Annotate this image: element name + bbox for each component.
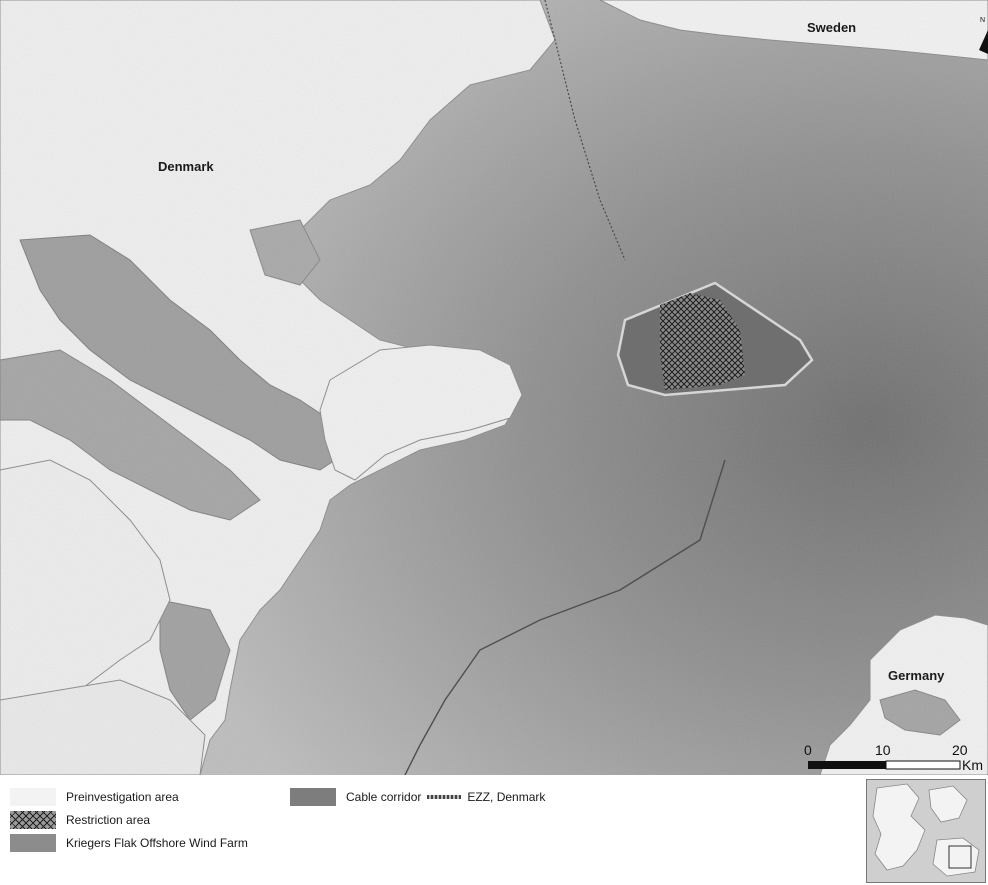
north-arrow-icon: N bbox=[979, 17, 988, 54]
inset-map-canvas bbox=[867, 780, 985, 882]
legend-label-cable-corridor: Cable corridor bbox=[346, 790, 422, 804]
scale-bar: 0 10 20 Km bbox=[804, 742, 983, 773]
label-sweden: Sweden bbox=[807, 20, 856, 35]
ezz-boundary-line bbox=[544, 0, 626, 261]
legend-swatch-preinvestigation bbox=[10, 788, 56, 806]
scale-bar-black bbox=[808, 761, 886, 769]
legend-swatch-wind-farm bbox=[10, 834, 56, 852]
scale-tick-10: 10 bbox=[875, 742, 891, 758]
scale-unit: Km bbox=[962, 757, 983, 773]
legend-item-cable-corridor: Cable corridor EZZ, Denmark bbox=[290, 787, 545, 807]
scale-tick-20: 20 bbox=[952, 742, 968, 758]
inset-map bbox=[866, 779, 986, 883]
map-canvas[interactable]: 0 10 20 Km N Denmark Sweden Germany bbox=[0, 0, 988, 775]
legend-swatch-cable-corridor bbox=[290, 788, 336, 806]
north-arrow-letter: N bbox=[980, 17, 985, 24]
legend-item-preinvestigation: Preinvestigation area bbox=[10, 787, 179, 807]
restriction-area[interactable] bbox=[660, 293, 745, 390]
legend-label-restriction: Restriction area bbox=[66, 813, 151, 827]
legend-item-restriction: Restriction area bbox=[10, 810, 150, 830]
label-denmark: Denmark bbox=[158, 159, 214, 174]
inset-extent-box bbox=[948, 845, 972, 869]
map-view[interactable]: 0 10 20 Km N Denmark Sweden Germany bbox=[0, 0, 988, 775]
label-germany: Germany bbox=[888, 668, 945, 683]
scale-bar-white bbox=[885, 760, 961, 770]
map-grain bbox=[0, 0, 988, 775]
legend-item-wind-farm: Kriegers Flak Offshore Wind Farm bbox=[10, 833, 248, 853]
legend-label-ezz: EZZ, Denmark bbox=[467, 790, 546, 804]
legend-label-preinvestigation: Preinvestigation area bbox=[66, 790, 179, 804]
map-legend: Preinvestigation area Restriction area K… bbox=[0, 778, 860, 885]
legend-swatch-restriction bbox=[10, 811, 56, 829]
legend-label-wind-farm: Kriegers Flak Offshore Wind Farm bbox=[66, 836, 248, 850]
scale-tick-0: 0 bbox=[804, 742, 812, 758]
legend-line-ezz bbox=[427, 795, 462, 799]
cable-corridor-line bbox=[404, 459, 726, 775]
